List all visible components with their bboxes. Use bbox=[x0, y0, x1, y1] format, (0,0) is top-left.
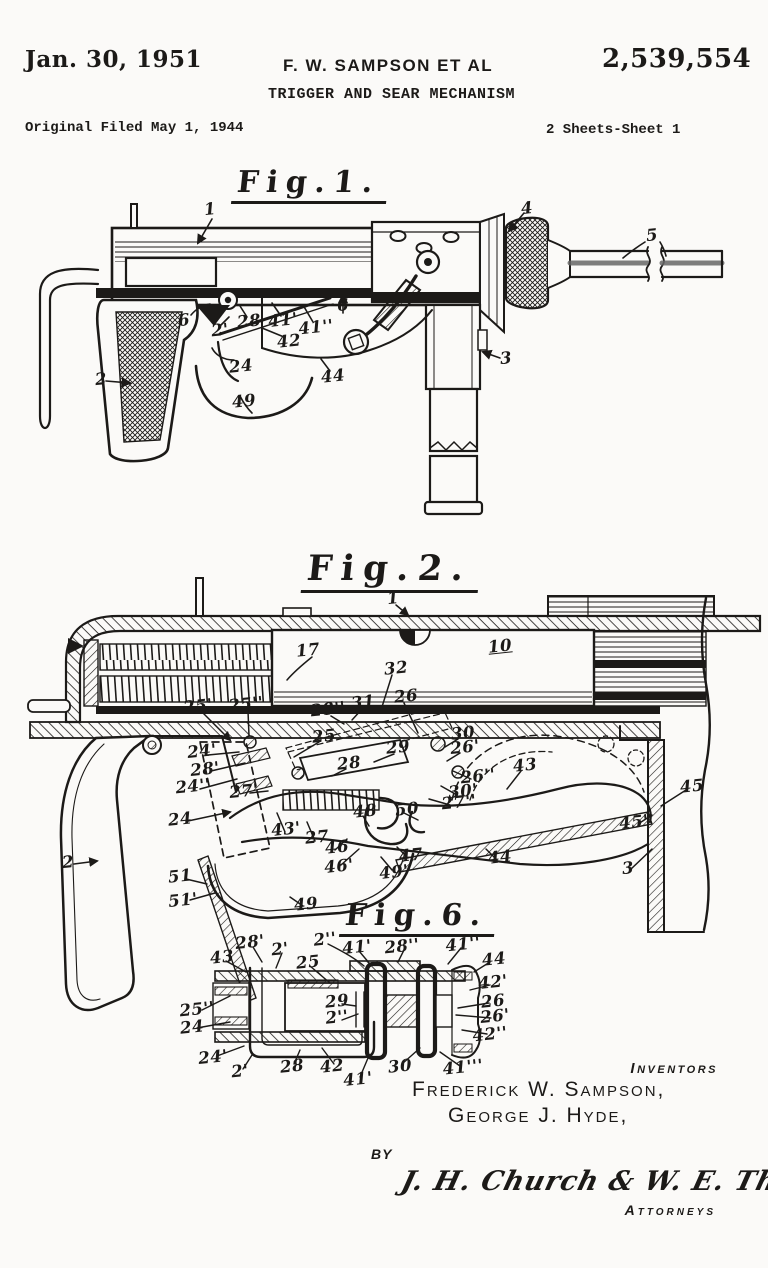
attorney-signature: J. H. Church & W. E. Thibodeau bbox=[398, 1166, 768, 1197]
attorneys-label: Attorneys bbox=[625, 1202, 716, 1218]
inventor-name-2: George J. Hyde, bbox=[448, 1104, 628, 1128]
applicant-name: F. W. SAMPSON ET AL bbox=[283, 56, 493, 76]
invention-title: TRIGGER AND SEAR MECHANISM bbox=[268, 86, 515, 103]
fig1-label: Fig.1. bbox=[231, 165, 391, 204]
fig2-label: Fig.2. bbox=[301, 548, 483, 593]
inventor-name-1: Frederick W. Sampson, bbox=[412, 1078, 665, 1102]
inventors-label: Inventors bbox=[630, 1060, 718, 1077]
fig1-drawing bbox=[40, 204, 722, 514]
sheet-note: 2 Sheets-Sheet 1 bbox=[546, 122, 680, 138]
filing-note: Original Filed May 1, 1944 bbox=[25, 120, 243, 136]
by-label: BY bbox=[371, 1146, 392, 1162]
patent-number: 2,539,554 bbox=[602, 44, 751, 74]
fig2-drawing bbox=[28, 578, 760, 1010]
issue-date: Jan. 30, 1951 bbox=[25, 46, 202, 73]
fig6-label: Fig.6. bbox=[339, 898, 499, 937]
